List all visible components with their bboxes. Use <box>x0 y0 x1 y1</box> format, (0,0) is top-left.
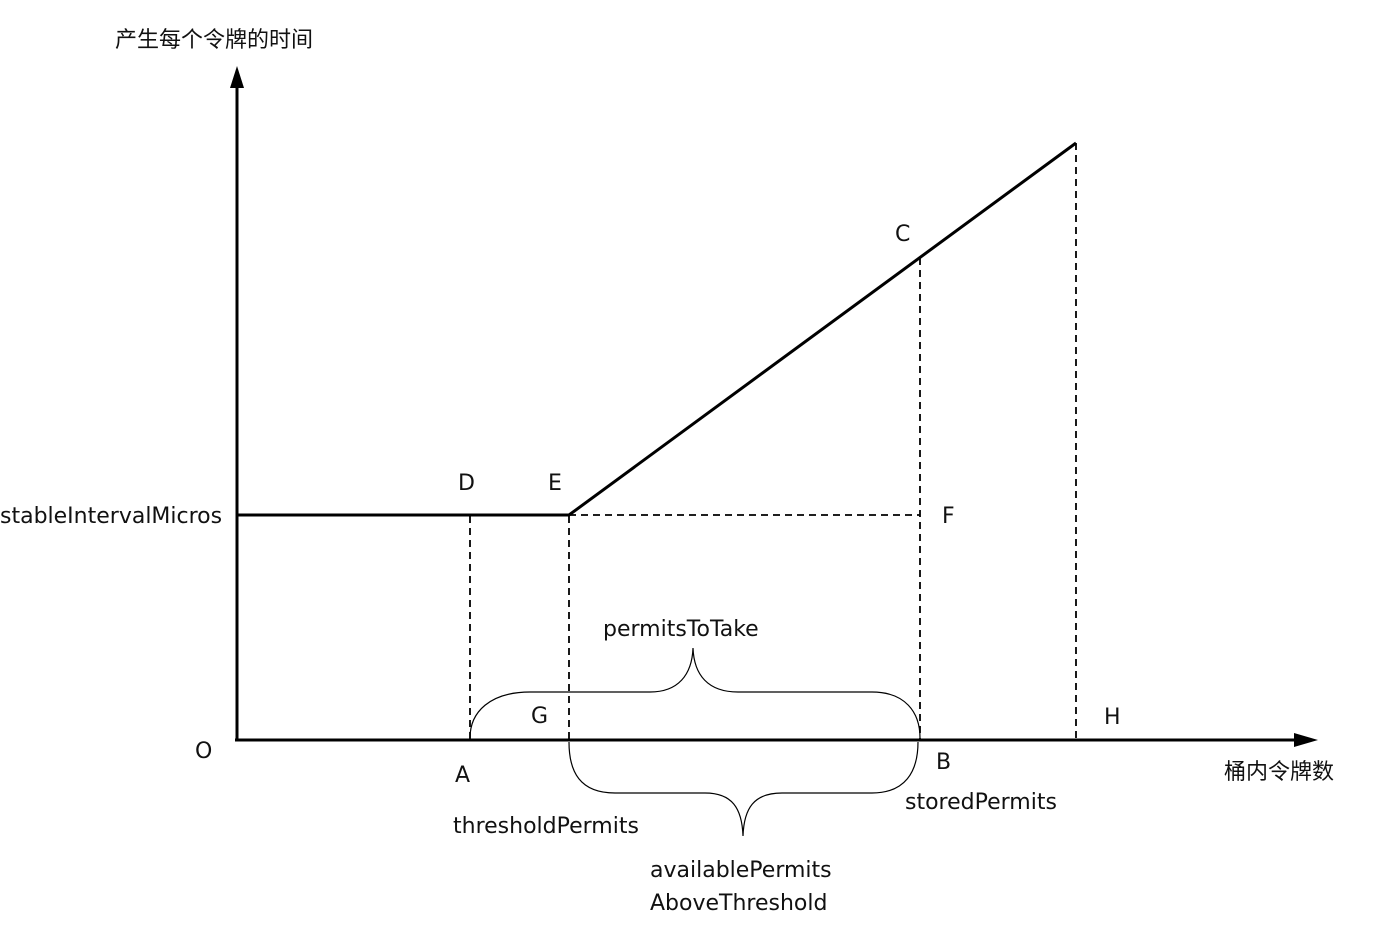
token-interval-curve <box>237 141 1077 517</box>
point-label-d: D <box>458 471 475 496</box>
origin-label: O <box>195 739 212 764</box>
point-label-c: C <box>895 222 910 247</box>
point-label-e: E <box>548 471 562 496</box>
point-label-b: B <box>936 750 951 775</box>
x-axis-arrowhead <box>1294 733 1318 747</box>
x-axis-label: 桶内令牌数 <box>1224 760 1334 785</box>
available-permits-label-line2: AboveThreshold <box>650 891 827 916</box>
threshold-permits-label: thresholdPermits <box>453 814 639 839</box>
available-permits-label-line1: availablePermits <box>650 858 832 883</box>
point-label-h: H <box>1104 705 1121 730</box>
point-label-f: F <box>942 504 955 529</box>
permits-to-take-label: permitsToTake <box>603 617 759 642</box>
brace-permits-to-take <box>469 647 921 739</box>
stable-interval-label: stableIntervalMicros <box>0 504 222 529</box>
brace-available-permits <box>568 741 919 837</box>
y-axis-label: 产生每个令牌的时间 <box>115 28 313 53</box>
point-label-a: A <box>455 763 470 788</box>
y-axis-arrowhead <box>230 66 244 88</box>
point-label-g: G <box>531 704 548 729</box>
stored-permits-label: storedPermits <box>905 790 1057 815</box>
